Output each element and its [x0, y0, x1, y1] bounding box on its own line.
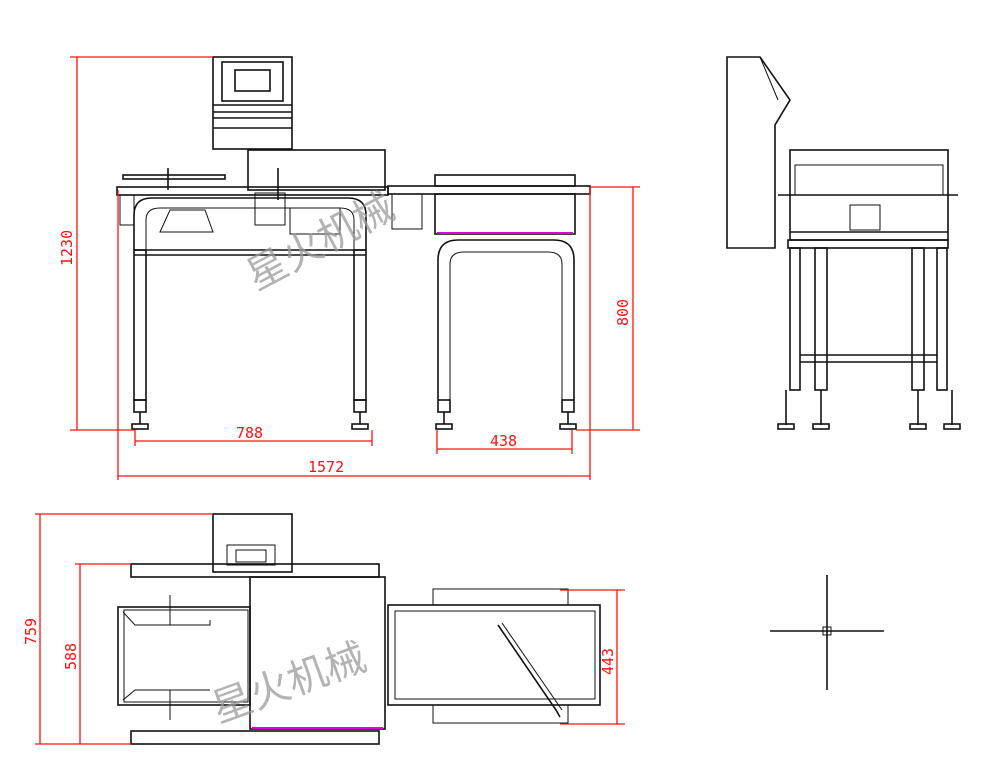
motor	[254, 192, 286, 226]
touch-screen	[234, 69, 271, 92]
front-view	[116, 56, 591, 430]
feet	[131, 399, 369, 430]
front-dimensions: 1230 800 788 438 1572	[58, 56, 640, 480]
dim-reject-frame-width: 438	[490, 432, 517, 450]
crosshair-mark	[770, 575, 884, 690]
infeed-guide-rail	[122, 174, 226, 180]
top-cabinet	[212, 513, 293, 573]
main-frame-arch	[133, 197, 367, 250]
reject-conveyor-body	[434, 193, 576, 235]
top-reject-conveyor	[387, 604, 601, 706]
dim-overall-depth: 759	[22, 618, 40, 645]
leg-right	[353, 249, 367, 401]
main-conveyor-bed	[116, 186, 389, 196]
leg-left	[133, 249, 147, 401]
screen-bezel	[221, 61, 284, 102]
top-view	[117, 513, 601, 745]
control-cabinet	[212, 56, 293, 150]
side-cabinet	[726, 56, 791, 249]
top-infeed-conveyor	[117, 606, 251, 706]
dim-overall-length: 1572	[308, 458, 344, 476]
reject-conveyor-bed	[387, 185, 591, 195]
dim-conveyor-height: 800	[614, 299, 632, 326]
reject-frame	[437, 239, 575, 400]
dim-frame-depth: 588	[62, 643, 80, 670]
watermark-bottom: 星火机械	[206, 634, 372, 732]
side-view	[726, 56, 961, 430]
dim-main-frame-width: 788	[236, 424, 263, 442]
top-dimensions: 759 588 443	[22, 513, 625, 745]
dim-overall-height: 1230	[58, 230, 76, 266]
dim-reject-conveyor-depth: 443	[599, 648, 617, 675]
reject-arm	[497, 624, 561, 718]
weighing-cover	[247, 149, 386, 191]
watermark-top: 星火机械	[239, 184, 402, 300]
